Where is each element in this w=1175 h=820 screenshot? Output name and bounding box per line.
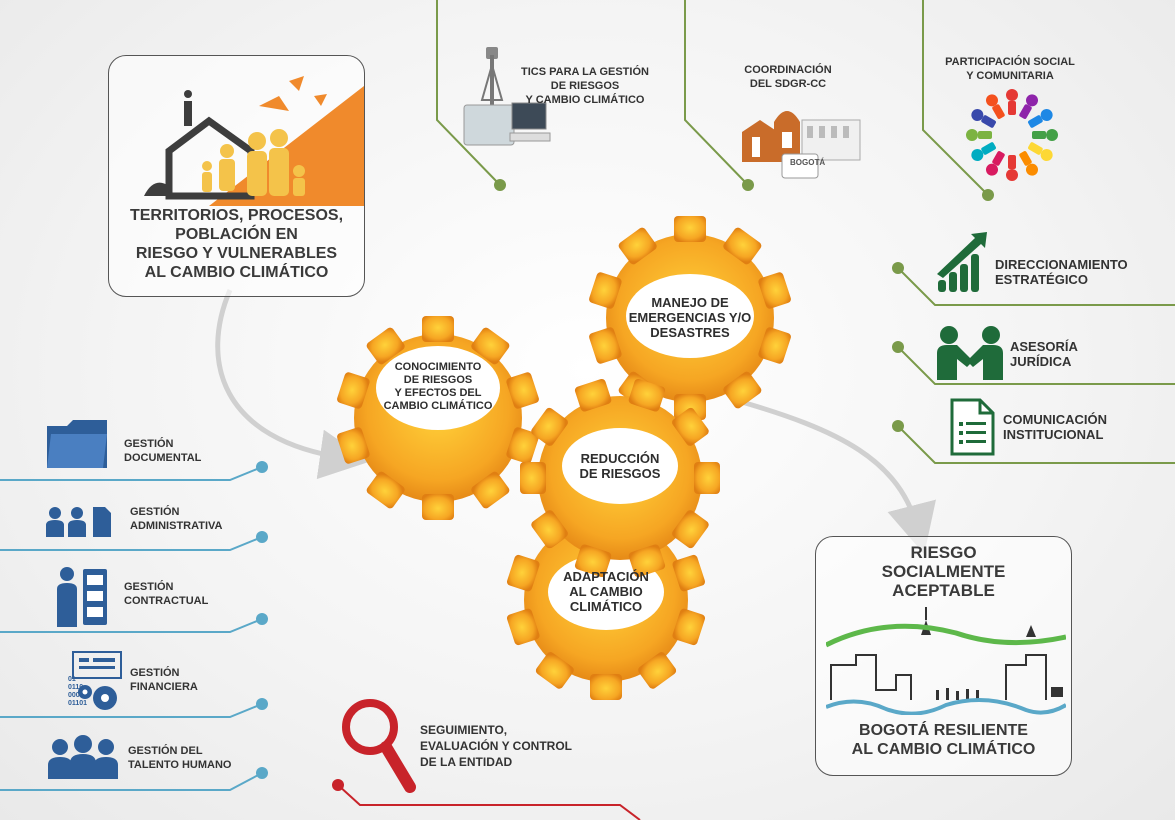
- finance-gears-icon: [65, 650, 123, 716]
- team-people-icon: [48, 735, 118, 779]
- growth-chart-icon: [935, 232, 990, 294]
- left-line-administrativa: [0, 536, 263, 551]
- left-line-financiera: [0, 703, 263, 718]
- right-line-comunic: [897, 425, 1175, 464]
- right-line-direcc: [897, 267, 1175, 306]
- coordinacion-label: COORDINACIÓN DEL SDGR-CC: [744, 64, 832, 90]
- left-dot-contractual: [256, 613, 268, 625]
- bogota-skyline-icon: [826, 595, 1066, 715]
- gear-reduccion: [520, 378, 720, 578]
- binary-text: 01 0110 0001 01101: [68, 676, 88, 707]
- gear-manejo: [589, 216, 791, 420]
- government-building-icon: [732, 92, 867, 182]
- arrow-gears-to-right: [734, 397, 936, 555]
- top-dot-tics: [494, 179, 506, 191]
- left-dot-financiera: [256, 698, 268, 710]
- arrow-left-to-gears: [215, 289, 370, 480]
- asesoria-label: ASESORÍA JURÍDICA: [1010, 339, 1078, 369]
- participacion-label: PARTICIPACIÓN SOCIAL Y COMUNITARIA: [945, 56, 1075, 82]
- person-filing-cabinet-icon: [55, 565, 110, 627]
- right-dot-direcc: [892, 262, 904, 274]
- document-list-icon: [950, 398, 995, 456]
- seguimiento-label: SEGUIMIENTO, EVALUACIÓN Y CONTROL DE LA …: [420, 723, 573, 769]
- top-line-coord: [684, 0, 749, 186]
- bottom-line-seguimiento: [337, 784, 641, 820]
- left-line-contractual: [0, 618, 263, 633]
- gear-reduccion-text: REDUCCIÓN DE RIESGOS: [579, 451, 661, 481]
- gear-conocimiento: [337, 316, 539, 520]
- magnifier-icon: [338, 695, 418, 795]
- left-dot-talento: [256, 767, 268, 779]
- direccionamiento-label: DIRECCIONAMIENTO ESTRATÉGICO: [995, 257, 1128, 287]
- top-dot-particip: [982, 189, 994, 201]
- folder-icon: [45, 418, 110, 470]
- family-house-icon: [139, 66, 364, 206]
- bottom-dot-seguimiento: [332, 779, 344, 791]
- territorios-text: TERRITORIOS, PROCESOS, POBLACIÓN EN RIES…: [129, 207, 344, 281]
- riesgo-aceptable-box: RIESGO SOCIALMENTE ACEPTABLE BOGOTÁ RESI…: [815, 536, 1072, 776]
- handshake-icon: [935, 325, 1005, 380]
- left-line-talento: [0, 772, 263, 791]
- left-dot-documental: [256, 461, 268, 473]
- territorios-box: TERRITORIOS, PROCESOS, POBLACIÓN EN RIES…: [108, 55, 365, 297]
- financiera-label: GESTIÓN FINANCIERA: [130, 667, 198, 693]
- right-line-asesoria: [897, 346, 1175, 385]
- talento-label: GESTIÓN DEL TALENTO HUMANO: [128, 745, 232, 771]
- administrativa-label: GESTIÓN ADMINISTRATIVA: [130, 506, 223, 532]
- top-line-particip: [922, 0, 989, 196]
- riesgo-aceptable-subtitle: BOGOTÁ RESILIENTE AL CAMBIO CLIMÁTICO: [851, 722, 1036, 758]
- right-dot-comunic: [892, 420, 904, 432]
- riesgo-aceptable-title: RIESGO SOCIALMENTE ACEPTABLE: [881, 543, 1006, 600]
- bogota-sign-text: BOGOTÁ: [790, 158, 826, 167]
- community-circle-icon: [960, 85, 1065, 185]
- top-line-tics: [436, 0, 501, 186]
- gear-conocimiento-text: CONOCIMIENTO DE RIESGOS Y EFECTOS DEL CA…: [383, 361, 493, 412]
- left-dot-administrativa: [256, 531, 268, 543]
- gear-adaptacion-text: ADAPTACIÓN AL CAMBIO CLIMÁTICO: [563, 568, 649, 614]
- people-document-icon: [45, 505, 115, 537]
- contractual-label: GESTIÓN CONTRACTUAL: [124, 581, 209, 607]
- documental-label: GESTIÓN DOCUMENTAL: [124, 438, 202, 464]
- left-line-documental: [0, 466, 263, 481]
- top-dot-coord: [742, 179, 754, 191]
- computer-antenna-icon: [462, 45, 552, 155]
- gear-manejo-text: MANEJO DE EMERGENCIAS Y/O DESASTRES: [628, 294, 752, 340]
- right-dot-asesoria: [892, 341, 904, 353]
- comunicacion-label: COMUNICACIÓN INSTITUCIONAL: [1003, 412, 1107, 442]
- tics-label: TICS PARA LA GESTIÓN DE RIESGOS Y CAMBIO…: [521, 66, 649, 106]
